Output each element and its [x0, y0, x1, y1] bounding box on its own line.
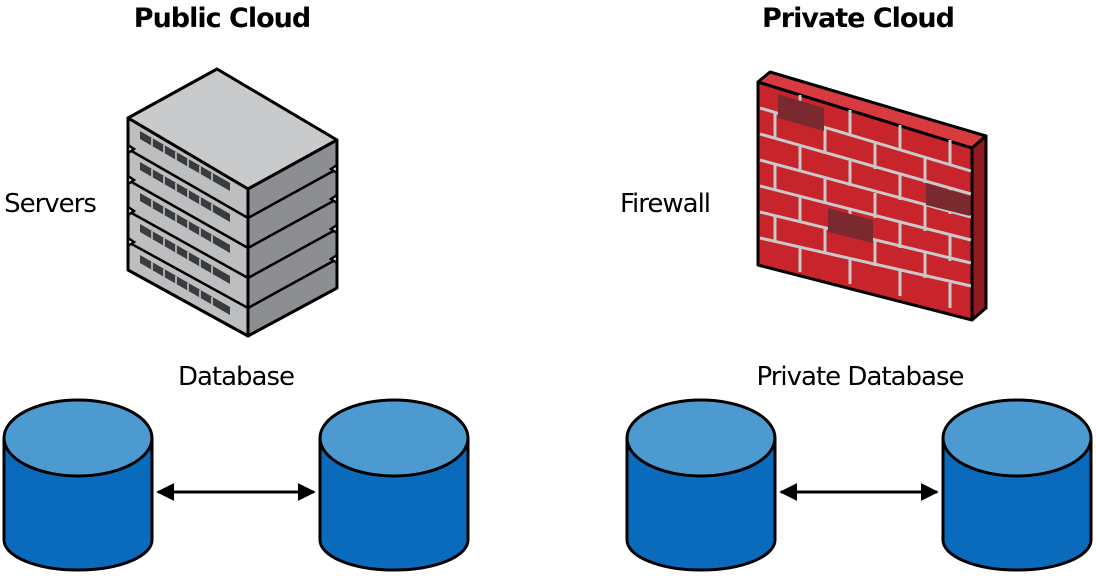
database-label: Database: [178, 362, 294, 392]
brick-firewall-icon: [756, 70, 988, 322]
database-cylinder-icon: [318, 398, 470, 572]
private-database-label: Private Database: [757, 362, 964, 392]
firewall-label: Firewall: [620, 189, 710, 219]
servers-label: Servers: [4, 189, 96, 219]
database-cylinder-icon: [2, 398, 154, 572]
public-cloud-title: Public Cloud: [134, 3, 310, 34]
private-database-cylinder-icon: [941, 398, 1093, 572]
server-stack-icon: [126, 67, 339, 338]
private-database-cylinder-icon: [625, 398, 777, 572]
private-cloud-title: Private Cloud: [762, 3, 954, 34]
